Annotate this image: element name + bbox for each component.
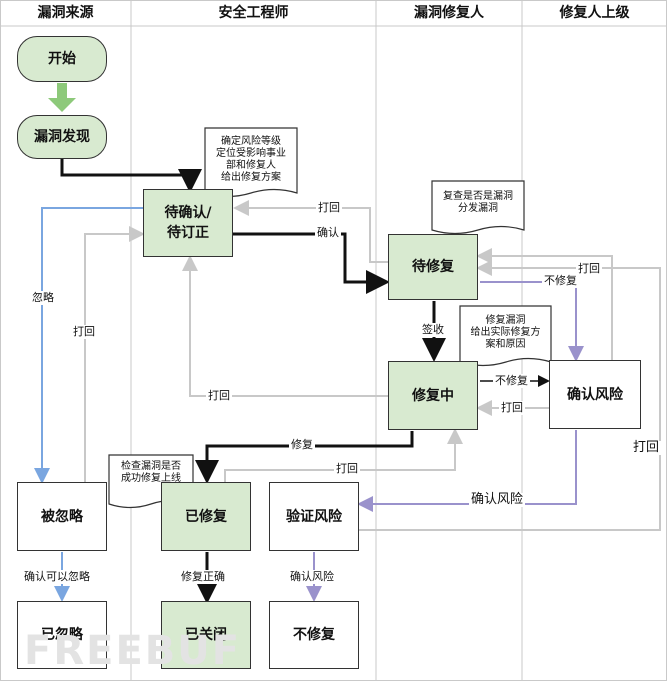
- node-verify-risk: 验证风险: [269, 482, 359, 551]
- edge-confirm-risk: [357, 430, 577, 512]
- node-fixing: 修复中: [388, 361, 478, 430]
- edge-label-not-fix-1: 不修复: [542, 274, 579, 288]
- lane-title-source: 漏洞来源: [37, 5, 94, 21]
- node-pending-fix: 待修复: [388, 234, 478, 300]
- node-discover: 漏洞发现: [17, 115, 107, 159]
- edge-label-confirm: 确认: [315, 226, 341, 240]
- start-to-discover-arrow: [48, 83, 76, 112]
- edge-label-confirm-risk-2: 确认风险: [288, 570, 336, 584]
- lane-title-fixer: 漏洞修复人: [414, 5, 484, 21]
- edge-label-reject-5: 打回: [499, 401, 525, 415]
- node-fixed: 已修复: [161, 482, 251, 551]
- edge-label-reject-6: 打回: [631, 440, 662, 455]
- edge-reject-fixed-to-fixing: [224, 428, 463, 484]
- edge-label-reject-4: 打回: [576, 262, 602, 276]
- edge-label-reject-7: 打回: [334, 462, 360, 476]
- edge-label-confirm-risk: 确认风险: [469, 492, 526, 507]
- note-review: 复查是否是漏洞 分发漏洞: [443, 191, 513, 214]
- edge-label-reject-3: 打回: [206, 389, 232, 403]
- edge-label-sign: 签收: [420, 323, 446, 337]
- node-pending-confirm: 待确认/ 待订正: [143, 189, 233, 257]
- edge-label-not-fix-2: 不修复: [493, 374, 530, 388]
- edge-confirm: [233, 232, 390, 294]
- edge-reject-from-ignored: [84, 226, 145, 482]
- note-risk-level: 确定风险等级 定位受影响事业 部和修复人 给出修复方案: [216, 136, 286, 183]
- watermark: FREEBUF: [24, 628, 242, 674]
- lane-title-engineer: 安全工程师: [218, 5, 289, 21]
- note-shape-2: [431, 180, 525, 235]
- edge-label-reject-1: 打回: [316, 201, 342, 215]
- edge-reject-pending-fix-to-confirm: [233, 200, 388, 263]
- note-check-fix: 检查漏洞是否 成功修复上线: [121, 461, 181, 484]
- edge-label-fix: 修复: [289, 438, 315, 452]
- edge-label-ignore: 忽略: [30, 291, 56, 305]
- edge-reject-confirm-risk-to-pending-fix: [476, 248, 613, 360]
- edge-reject-fixing-to-confirm: [182, 255, 388, 397]
- edge-discover-to-pending-confirm: [60, 158, 202, 193]
- edge-ignore: [34, 207, 143, 484]
- edge-label-fix-ok: 修复正确: [179, 570, 227, 584]
- note-fix-plan: 修复漏洞 给出实际修复方 案和原因: [470, 315, 541, 350]
- edge-label-reject-2: 打回: [71, 325, 97, 339]
- node-not-fix: 不修复: [269, 601, 359, 669]
- edge-label-can-ignore: 确认可以忽略: [22, 570, 92, 584]
- node-closed: 已关闭: [161, 601, 251, 669]
- lane-title-manager: 修复人上级: [559, 5, 630, 21]
- node-start: 开始: [17, 36, 107, 82]
- node-confirm-risk: 确认风险: [549, 360, 641, 429]
- node-ignored: 已忽略: [17, 601, 107, 669]
- node-ignored-pending: 被忽略: [17, 482, 107, 551]
- edge-reject-verify-to-pending-fix: [359, 260, 661, 531]
